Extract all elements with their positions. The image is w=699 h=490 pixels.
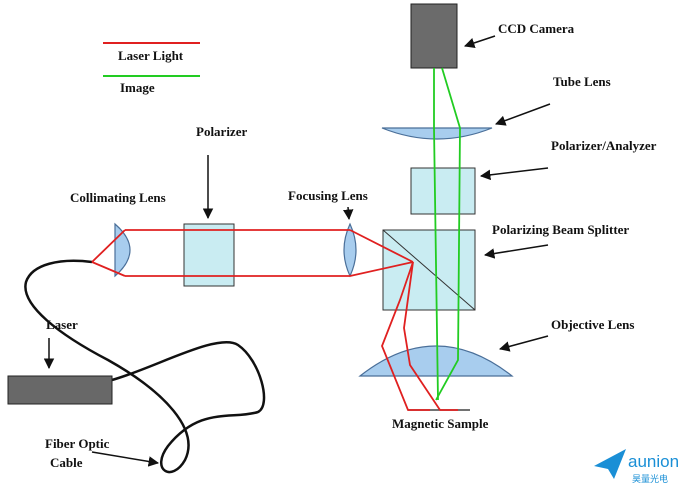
beam-splitter-label: Polarizing Beam Splitter xyxy=(492,222,629,237)
objective-lens-label: Objective Lens xyxy=(551,317,634,332)
watermark-brand: aunion xyxy=(628,452,679,471)
laser-light-path xyxy=(91,229,458,411)
aunion-logo: aunion 昊量光电 xyxy=(594,449,679,484)
tube-lens xyxy=(381,127,493,140)
objective-lens xyxy=(358,345,514,377)
collimating-lens-label: Collimating Lens xyxy=(70,190,166,205)
laser-beam-down-right xyxy=(403,261,458,411)
legend-image-label: Image xyxy=(120,80,155,95)
image-path xyxy=(433,67,461,401)
beam-splitter-arrow xyxy=(483,244,549,259)
laser-beam-converging xyxy=(349,229,414,277)
focusing-lens-arrow xyxy=(342,206,354,221)
legend-laser-label: Laser Light xyxy=(118,48,184,63)
ccd-camera-label: CCD Camera xyxy=(498,21,575,36)
analyzer-label: Polarizer/Analyzer xyxy=(551,138,657,153)
objective-lens-arrow xyxy=(498,335,549,352)
fiber-optic-arrow xyxy=(91,451,160,467)
tube-lens-label: Tube Lens xyxy=(553,74,611,89)
laser-box xyxy=(7,375,113,405)
image-ray-left xyxy=(433,68,439,401)
paper-plane-icon xyxy=(594,449,626,479)
watermark-brand-cn: 昊量光电 xyxy=(632,473,668,484)
beam-splitter-diagonal xyxy=(382,229,476,311)
cable-label: Cable xyxy=(50,455,83,470)
magnetic-sample-label: Magnetic Sample xyxy=(392,416,489,431)
tube-lens-arrow xyxy=(495,103,551,126)
focusing-lens-label: Focusing Lens xyxy=(288,188,368,203)
image-ray-right xyxy=(435,67,461,401)
ccd-camera-arrow xyxy=(464,35,496,48)
polarizer-label: Polarizer xyxy=(196,124,247,139)
laser-beam-down-left xyxy=(381,261,430,411)
laser-label: Laser xyxy=(46,317,78,332)
laser-beam-diverging xyxy=(91,229,126,277)
laser-beam-collimated xyxy=(125,229,350,277)
fiber-optic-label: Fiber Optic xyxy=(45,436,110,451)
fiber-optic-cable xyxy=(24,259,266,474)
ccd-camera xyxy=(410,3,458,69)
analyzer-arrow xyxy=(479,167,549,181)
analyzer-block xyxy=(410,167,476,215)
